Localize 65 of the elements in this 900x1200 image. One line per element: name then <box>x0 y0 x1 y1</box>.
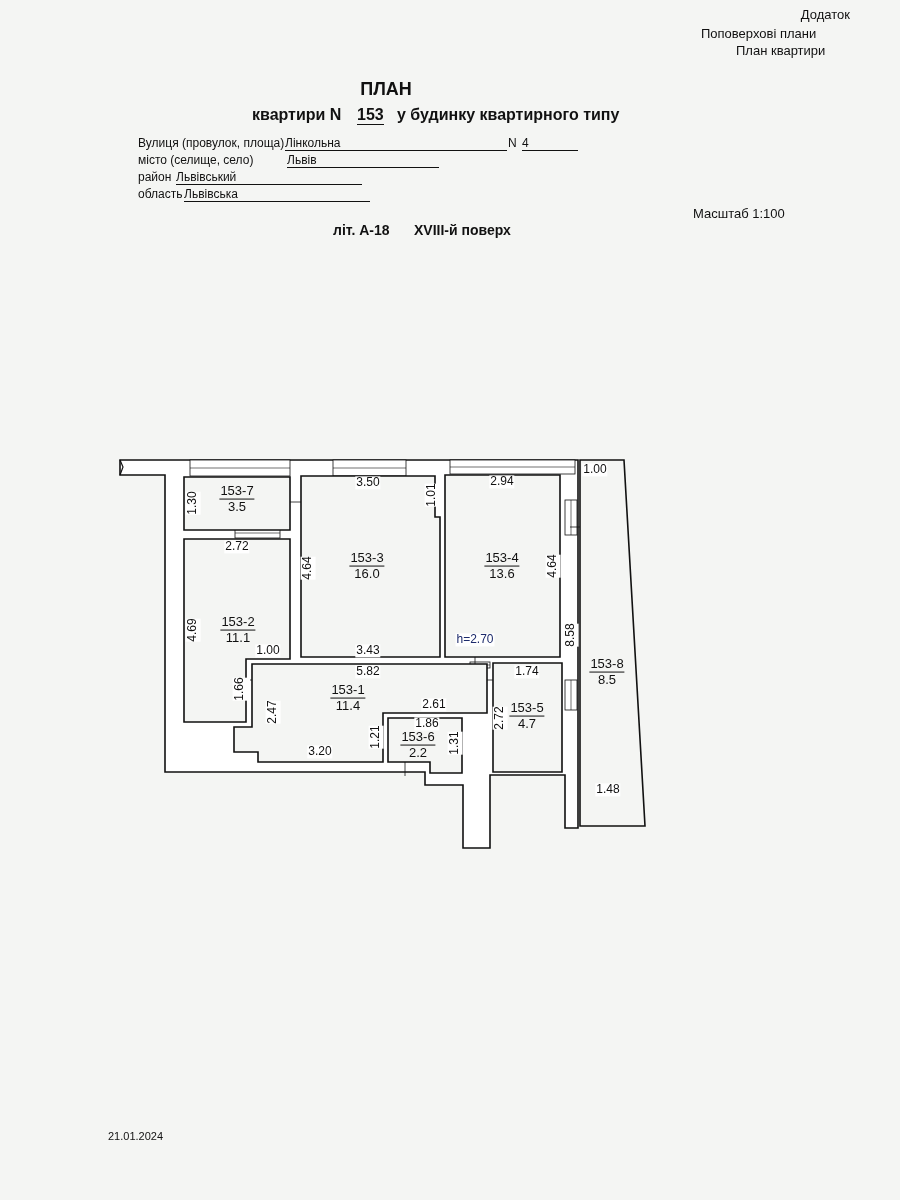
building-letter: літ. А-18 <box>333 223 390 239</box>
dimension-text: 1.21 <box>368 725 384 749</box>
dimension-text: 2.72 <box>224 540 250 554</box>
form-label: Вулиця (провулок, площа) <box>138 137 285 151</box>
room-area-value: 16.0 <box>353 566 381 582</box>
dimension-text: 5.82 <box>355 665 381 679</box>
room-area-value: 11.1 <box>224 630 252 646</box>
dimension-text: 3.20 <box>307 745 333 759</box>
room-area <box>184 539 290 722</box>
dimension-text: 3.50 <box>355 476 381 490</box>
room-number: 153-5 <box>509 700 545 717</box>
room-area <box>184 477 290 530</box>
room-area-value: 4.7 <box>516 716 538 732</box>
apartment-number: 153 <box>357 106 384 125</box>
room-area-value: 8.5 <box>596 672 618 688</box>
dimension-text: 8.58 <box>563 623 579 647</box>
room-area-value: 3.5 <box>226 499 248 515</box>
dimension-text: 2.47 <box>265 700 281 724</box>
dimension-text: 2.72 <box>492 706 508 730</box>
district-value: Львівський <box>176 171 362 186</box>
dimension-text: 4.69 <box>185 618 201 642</box>
room-number: 153-2 <box>220 614 256 631</box>
dimension-text: 1.31 <box>447 731 463 755</box>
floor-label: XVIII-й поверх <box>414 223 511 239</box>
form-label: місто (селище, село) <box>138 154 254 168</box>
dimension-text: 1.74 <box>514 665 540 679</box>
date-text: 21.01.2024 <box>108 1130 164 1143</box>
heading-text: у будинку квартирного типу <box>397 106 620 124</box>
dimension-text: 4.64 <box>300 556 316 580</box>
plan-title: ПЛАН <box>360 80 412 100</box>
house-number-value: 4 <box>522 137 578 152</box>
room-area <box>301 476 440 657</box>
room-area-value: 11.4 <box>334 698 362 714</box>
form-label: область <box>138 188 183 202</box>
scale-note: Масштаб 1:100 <box>693 207 785 222</box>
room-area-value: 13.6 <box>488 566 516 582</box>
ceiling-height-text: h=2.70 <box>455 633 495 647</box>
room-number: 153-8 <box>589 656 625 673</box>
region-value: Львівська <box>184 188 370 203</box>
dimension-text: 1.00 <box>582 463 608 477</box>
room-area <box>445 475 560 657</box>
room-area <box>493 663 562 772</box>
dimension-text: 4.64 <box>545 554 561 578</box>
dimension-text: 1.48 <box>595 783 621 797</box>
annex-note: Додаток <box>800 8 850 23</box>
form-label: N <box>508 137 517 151</box>
form-label: район <box>138 171 172 185</box>
dimension-text: 1.30 <box>185 491 201 515</box>
room-number: 153-4 <box>484 550 520 567</box>
street-value: Лінкольна <box>285 137 507 152</box>
room-number: 153-1 <box>330 682 366 699</box>
dimension-text: 2.94 <box>489 475 515 489</box>
dimension-text: 1.66 <box>232 677 248 701</box>
room-number: 153-3 <box>349 550 385 567</box>
room-number: 153-7 <box>219 483 255 500</box>
room-area-value: 2.2 <box>407 745 429 761</box>
city-value: Львів <box>287 154 439 169</box>
heading-text: квартири N <box>252 106 342 124</box>
dimension-text: 1.00 <box>255 644 281 658</box>
dimension-text: 1.86 <box>414 717 440 731</box>
annex-note: Поповерхові плани <box>701 27 817 42</box>
dimension-text: 2.61 <box>421 698 447 712</box>
balcony-area <box>580 460 645 826</box>
annex-note: План квартири <box>736 44 826 59</box>
dimension-text: 3.43 <box>355 644 381 658</box>
